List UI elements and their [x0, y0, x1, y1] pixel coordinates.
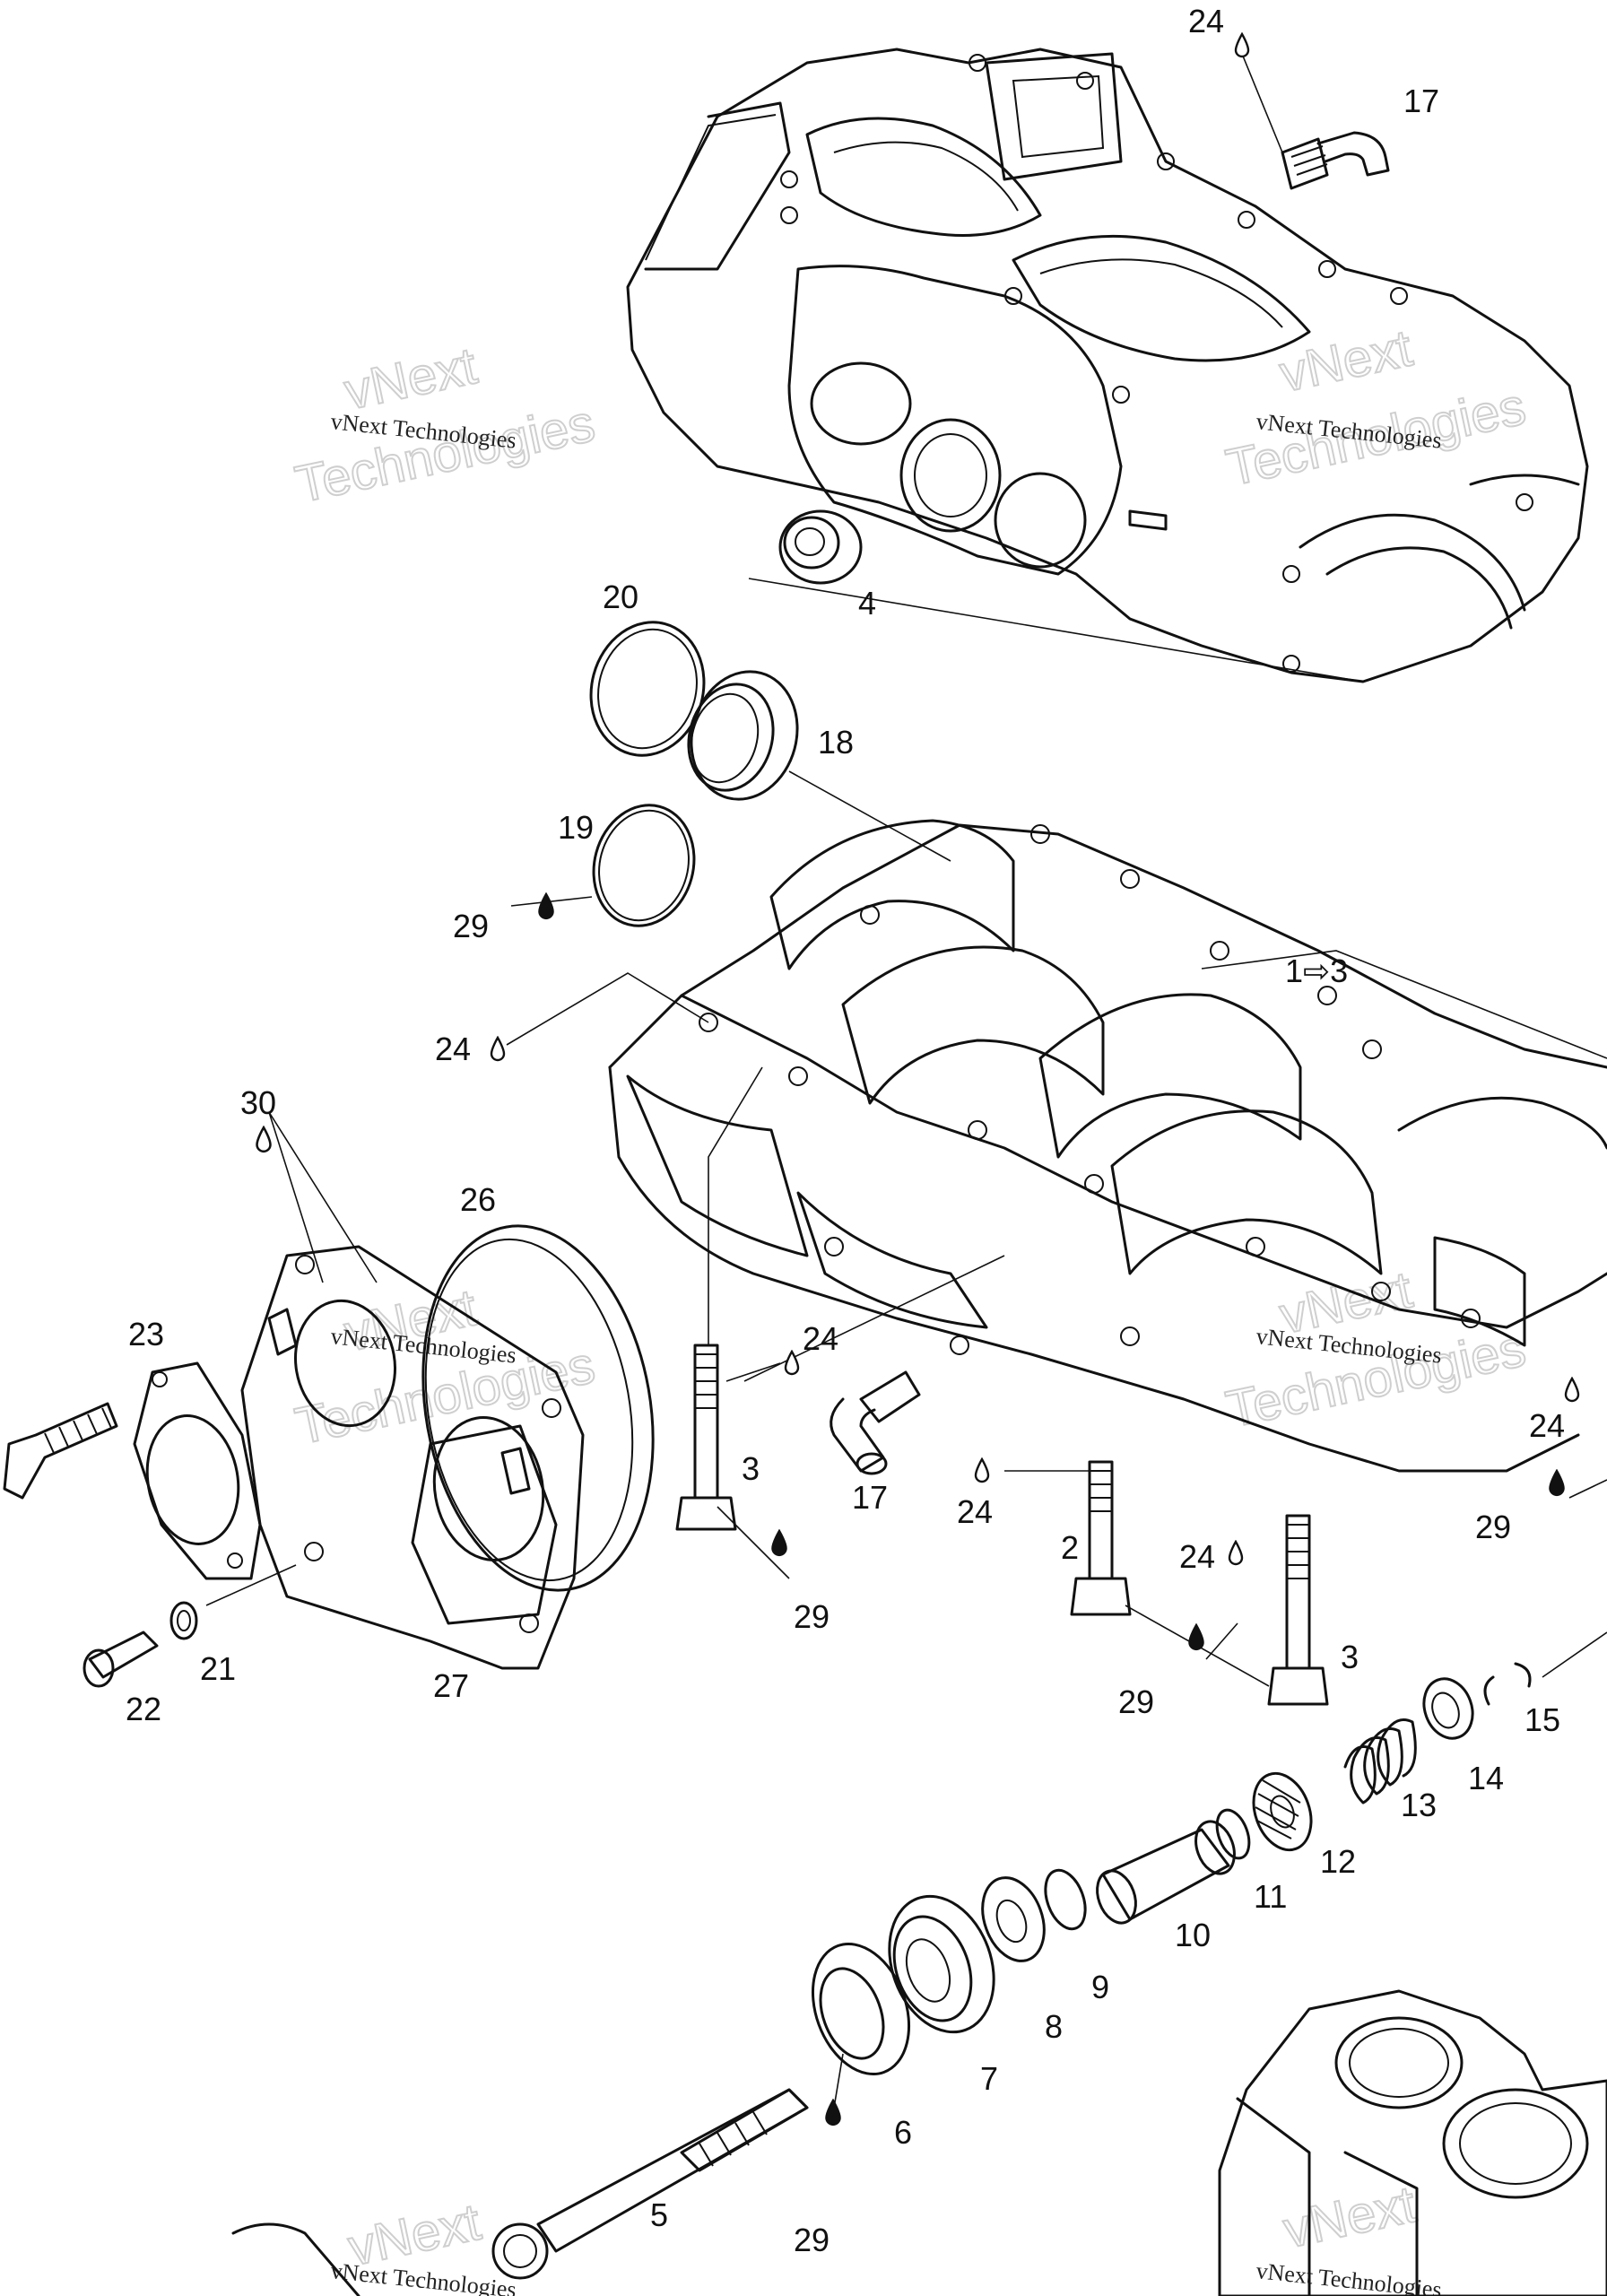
bolt-2	[1070, 1460, 1132, 1616]
drop-outline-icon	[1228, 1540, 1244, 1566]
callout-24: 24	[435, 1031, 471, 1067]
drop-outline-icon	[490, 1036, 506, 1062]
spring-13	[1343, 1718, 1417, 1805]
callout-14: 14	[1468, 1760, 1504, 1796]
drive-shaft-5	[231, 2088, 809, 2296]
callout-22: 22	[126, 1691, 161, 1727]
upper-crankcase	[626, 48, 1589, 683]
screw-22	[83, 1631, 159, 1688]
cylinder-block	[1218, 1989, 1607, 2296]
lower-crankcase	[608, 819, 1607, 1473]
callouts: 24 17 4 20 18 19 29 1⇨3 24 30 26 23 24 2…	[126, 3, 1565, 2258]
callout-4: 4	[858, 585, 876, 622]
washer-11	[1215, 1808, 1251, 1860]
callout-1-to-3: 1⇨3	[1285, 952, 1348, 989]
bearing-4	[778, 509, 863, 585]
bearing-7	[888, 1894, 995, 2034]
callout-18: 18	[818, 724, 854, 761]
callout-13: 13	[1401, 1787, 1437, 1823]
callout-15: 15	[1524, 1701, 1560, 1738]
callout-21: 21	[200, 1650, 236, 1687]
callout-7: 7	[980, 2060, 998, 2097]
o-ring-19	[592, 804, 696, 927]
seal-6	[811, 1942, 911, 2076]
drop-outline-icon	[784, 1350, 800, 1376]
circlip-20	[589, 621, 706, 757]
sleeve-10	[1096, 1820, 1236, 1925]
callout-24: 24	[1179, 1538, 1215, 1575]
callout-11: 11	[1254, 1878, 1287, 1915]
washer-14	[1422, 1677, 1474, 1740]
drop-filled-icon	[1549, 1469, 1565, 1497]
callout-29: 29	[1475, 1509, 1511, 1545]
drop-outline-icon	[1564, 1377, 1580, 1403]
watermark-text-6: vNext Technologies	[1255, 2257, 1443, 2296]
callout-5: 5	[650, 2196, 668, 2233]
bolt-3-left	[675, 1344, 737, 1531]
callout-6: 6	[894, 2114, 912, 2151]
circlip-15	[1483, 1662, 1532, 1706]
seal-18	[687, 670, 799, 801]
drop-outline-icon	[1234, 32, 1250, 58]
callout-30: 30	[240, 1084, 276, 1121]
callout-29: 29	[453, 908, 489, 944]
drop-outline-icon	[974, 1457, 990, 1483]
watermark-big-1a: vNext	[340, 336, 482, 421]
callout-3: 3	[1341, 1639, 1359, 1675]
drop-outline-icon	[256, 1126, 272, 1153]
callout-12: 12	[1320, 1843, 1356, 1880]
washer-8	[981, 1876, 1046, 1962]
callout-24: 24	[1529, 1407, 1565, 1444]
callout-17: 17	[1403, 83, 1439, 119]
elbow-fitting-17-top	[1281, 131, 1390, 190]
drop-filled-icon	[538, 892, 554, 920]
gasket-23	[133, 1361, 262, 1580]
callout-26: 26	[460, 1181, 496, 1218]
callout-2: 2	[1061, 1529, 1079, 1566]
circlip-9	[1044, 1868, 1087, 1931]
callout-29: 29	[1118, 1683, 1154, 1720]
watermark-big-1b: vNext	[1275, 318, 1418, 403]
callout-24: 24	[957, 1493, 993, 1530]
watermark-big-1f: vNext	[1279, 2175, 1421, 2259]
callout-17: 17	[852, 1479, 888, 1516]
callout-24: 24	[1188, 3, 1224, 39]
callout-19: 19	[558, 809, 594, 846]
callout-29: 29	[794, 2222, 830, 2258]
gear-12	[1252, 1771, 1313, 1852]
bolt-3-right	[1267, 1514, 1329, 1706]
leader-lines	[205, 53, 1607, 2109]
drop-filled-icon	[1188, 1623, 1204, 1651]
callout-20: 20	[603, 578, 638, 615]
callout-8: 8	[1045, 2008, 1063, 2045]
callout-29: 29	[794, 1598, 830, 1635]
drop-filled-icon	[825, 2099, 841, 2126]
watermark-text-5: vNext Technologies	[329, 2257, 517, 2296]
callout-27: 27	[433, 1667, 469, 1704]
callout-9: 9	[1091, 1969, 1109, 2005]
callout-24: 24	[803, 1320, 838, 1357]
callout-23: 23	[128, 1316, 164, 1352]
callout-3: 3	[742, 1450, 760, 1487]
elbow-fitting-17-bottom	[830, 1370, 921, 1475]
drop-filled-icon	[771, 1529, 787, 1557]
long-bolt-left	[3, 1402, 118, 1500]
washer-21	[169, 1601, 198, 1640]
flange-27	[240, 1245, 585, 1670]
callout-10: 10	[1175, 1917, 1211, 1953]
